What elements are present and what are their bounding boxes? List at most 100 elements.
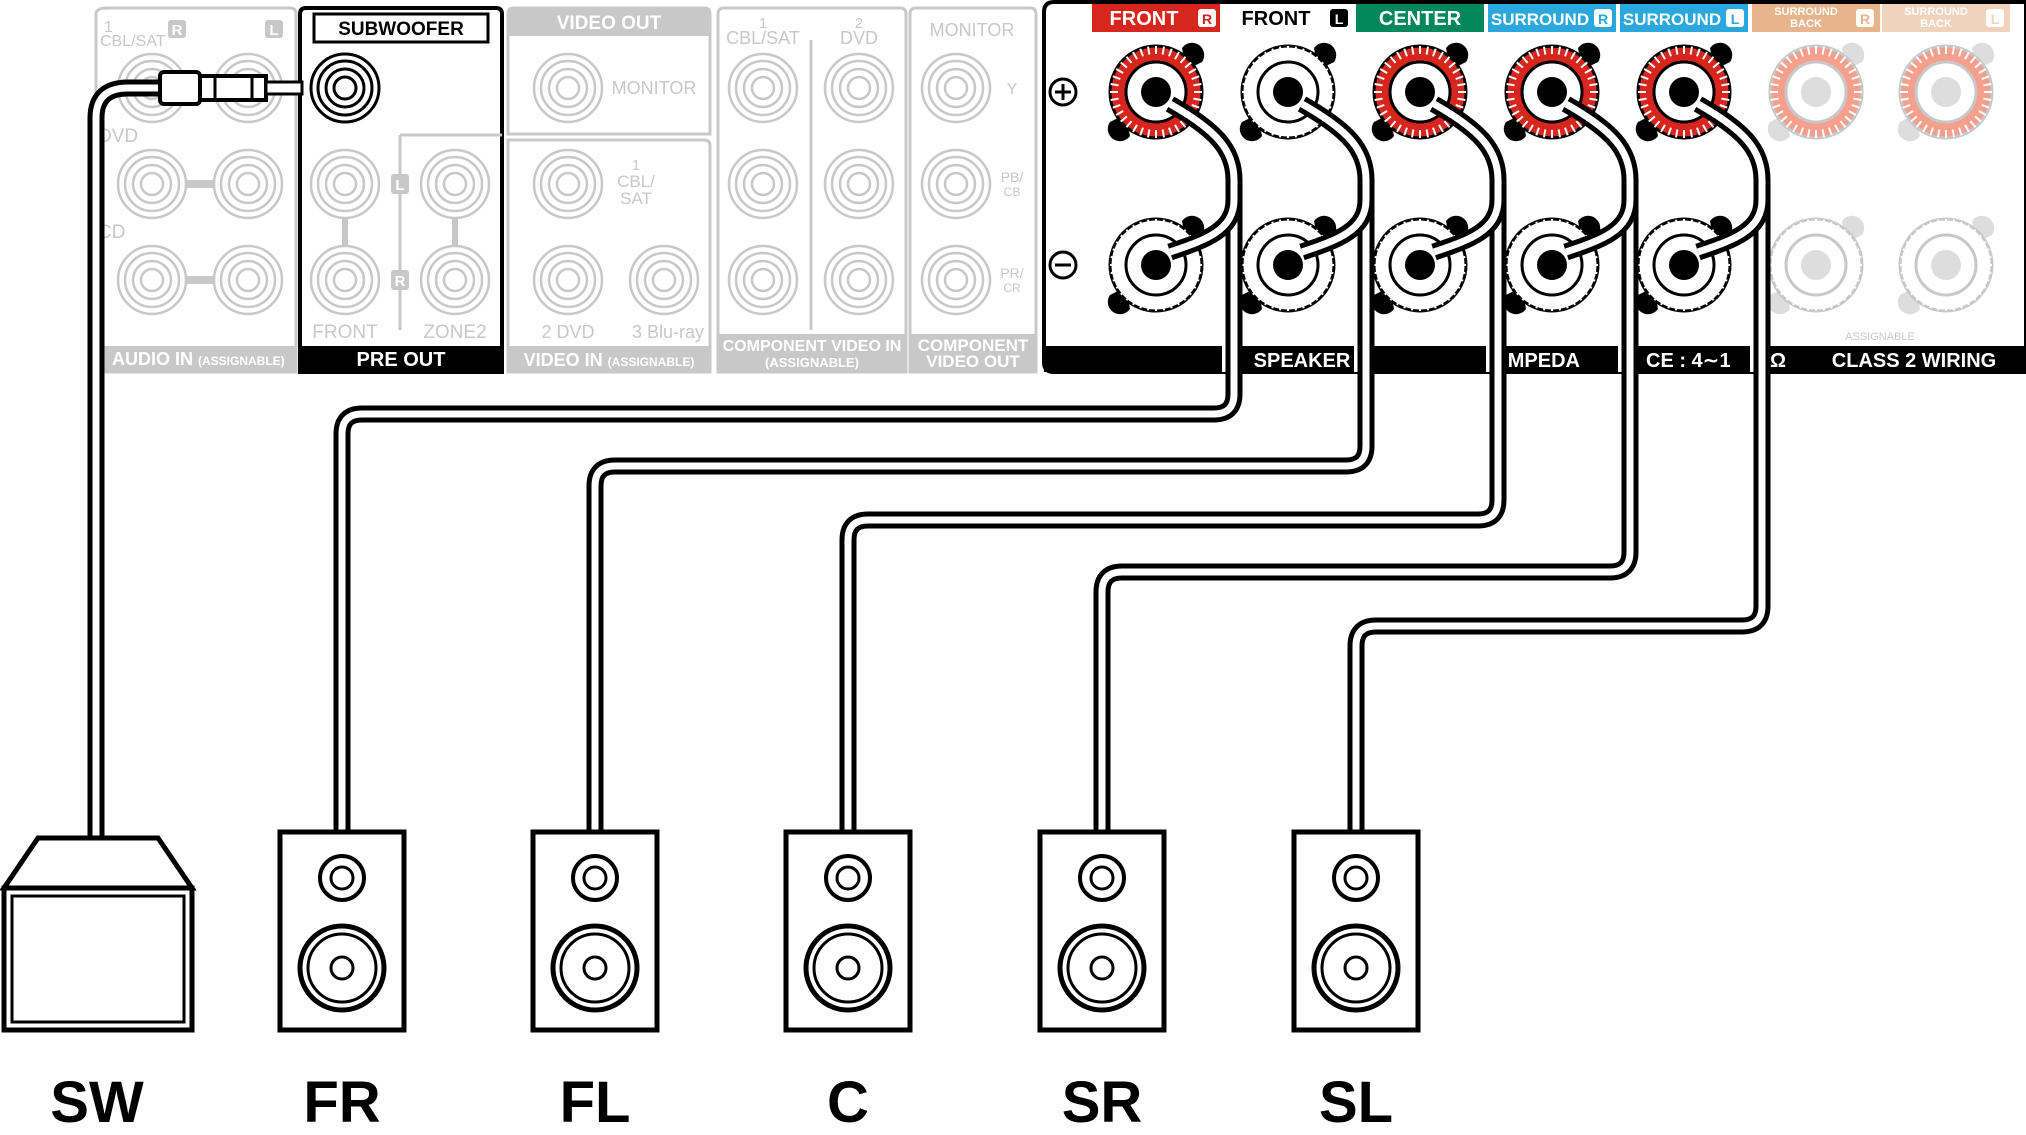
audio-in-jack-dvd-r[interactable] [116, 148, 188, 220]
label-c: C [827, 1070, 869, 1135]
surround-back-line1: SURROUND [1774, 6, 1838, 18]
component-out-pr-line2: CR [1003, 281, 1021, 295]
label-sr: SR [1062, 1070, 1143, 1135]
component-in-footer-line2: (ASSIGNABLE) [765, 355, 859, 370]
component-in-1-pb-jack[interactable] [727, 148, 799, 220]
component-in-section: 1 CBL/SAT 2 DVD COMPONENT VIDEO IN (ASSI… [716, 6, 908, 374]
speaker-footer-1: SPEAKER [1254, 350, 1351, 372]
subwoofer-speaker [0, 835, 197, 1033]
surround-back-line2: BACK [1790, 18, 1822, 30]
audio-in-col-name: CBL/SAT [100, 33, 166, 50]
surround-back-line1: SURROUND [1904, 6, 1968, 18]
terminal-sb-2-plus[interactable] [1897, 42, 1995, 142]
label-sw: SW [50, 1070, 144, 1135]
cable-minus-inner-2 [1300, 199, 1370, 256]
video-in-2-label: 2 DVD [541, 322, 594, 342]
video-in-dvd-jack[interactable] [532, 244, 604, 316]
speaker-header-name: CENTER [1379, 8, 1462, 30]
pre-out-front-r-jack[interactable] [309, 244, 381, 316]
component-out-pr-line1: PR/ [1000, 265, 1023, 281]
cable-minus-inner-1 [1168, 199, 1238, 256]
surround-back-side: R [1860, 11, 1870, 27]
audio-in-jack-cd-r[interactable] [116, 244, 188, 316]
video-in-1-line1: CBL/ [617, 172, 655, 191]
speaker-footer-5: CLASS 2 WIRING [1832, 350, 1996, 372]
rca-plug-barrel [198, 74, 268, 102]
pre-out-zone2-r-jack[interactable] [419, 244, 491, 316]
pre-out-r-badge: R [395, 273, 406, 290]
cable-minus-inner-4 [1564, 199, 1634, 256]
component-in-1-y-jack[interactable] [727, 52, 799, 124]
subwoofer-cable [87, 70, 304, 838]
component-in-2-num: 2 [855, 15, 863, 32]
audio-in-jack-cd-l[interactable] [212, 244, 284, 316]
video-in-1-line2: SAT [620, 189, 652, 208]
subwoofer-pre-out-jack[interactable] [309, 52, 381, 124]
label-fr: FR [303, 1070, 380, 1135]
pre-out-section: SUBWOOFER L R FRONT ZONE2 PRE OUT [298, 6, 504, 374]
rca-plug-tip [264, 80, 304, 96]
speaker-labels: SW FR FL C SR SL [50, 1070, 1393, 1135]
audio-in-row-dvd: DVD [98, 126, 138, 147]
pre-out-front-l-jack[interactable] [309, 148, 381, 220]
polarity-plus-icon [1048, 77, 1078, 107]
component-out-pb-line1: PB/ [1001, 169, 1024, 185]
terminal-sb-2-minus[interactable] [1897, 215, 1995, 315]
component-out-pr-jack[interactable] [920, 244, 992, 316]
speaker-header-name: SURROUND [1623, 10, 1721, 29]
terminal-sb-1-plus[interactable] [1767, 42, 1865, 142]
component-in-1-pr-jack[interactable] [727, 244, 799, 316]
video-in-3-label: 3 Blu-ray [632, 322, 704, 342]
cable-inner-1 [338, 100, 1238, 832]
speaker-cables [333, 96, 1771, 832]
video-out-monitor-jack[interactable] [532, 52, 604, 124]
cable-inner-2 [591, 100, 1370, 832]
pre-out-zone2-l-jack[interactable] [419, 148, 491, 220]
surround-back-line2: BACK [1920, 18, 1952, 30]
component-out-pb-jack[interactable] [920, 148, 992, 220]
component-in-2-y-jack[interactable] [823, 52, 895, 124]
speaker-footer-4: Ω [1770, 350, 1786, 372]
label-sl: SL [1319, 1070, 1393, 1135]
cable-inner-3 [844, 100, 1502, 832]
component-in-footer-line1: COMPONENT VIDEO IN [723, 338, 902, 355]
component-out-header: MONITOR [930, 20, 1015, 40]
speaker-header-side: R [1202, 11, 1212, 27]
cable-minus-inner-3 [1432, 199, 1502, 256]
speaker-footer-3: CE : 4∼1 [1646, 350, 1731, 372]
audio-in-jack-dvd-l[interactable] [212, 148, 284, 220]
video-in-cbl-sat-jack[interactable] [532, 148, 604, 220]
cable-minus-inner-5 [1696, 199, 1766, 256]
component-in-2-pb-jack[interactable] [823, 148, 895, 220]
component-out-footer-line1: COMPONENT [918, 336, 1029, 355]
component-out-y-jack[interactable] [920, 52, 992, 124]
video-in-bluray-jack[interactable] [628, 244, 700, 316]
video-out-header: VIDEO OUT [557, 13, 662, 34]
surround-back-side: L [1991, 11, 2000, 27]
component-out-pb-line2: CB [1004, 185, 1021, 199]
audio-in-col-num: 1 [104, 19, 113, 36]
video-section: VIDEO OUT MONITOR 1 CBL/ SAT 2 DVD 3 Blu… [506, 6, 712, 374]
speaker-header-side: L [1335, 11, 1344, 27]
component-out-footer-line2: VIDEO OUT [926, 352, 1020, 371]
cable-inner-5 [1352, 100, 1766, 832]
speaker-header-name: FRONT [1110, 8, 1179, 30]
pre-out-footer: PRE OUT [357, 349, 446, 371]
speaker-footer-2: IMPEDA [1502, 350, 1580, 372]
terminal-sb-1-minus[interactable] [1767, 215, 1865, 315]
component-in-2-pr-jack[interactable] [823, 244, 895, 316]
video-in-footer: VIDEO IN (ASSIGNABLE) [524, 350, 695, 370]
video-in-1-num: 1 [632, 157, 640, 174]
audio-in-footer: AUDIO IN (ASSIGNABLE) [112, 349, 285, 369]
component-in-2-name: DVD [840, 28, 878, 48]
speaker-header-1: FRONT R [1092, 4, 1220, 32]
rca-plug-body [158, 70, 202, 106]
speaker-box-5 [1291, 829, 1421, 1033]
